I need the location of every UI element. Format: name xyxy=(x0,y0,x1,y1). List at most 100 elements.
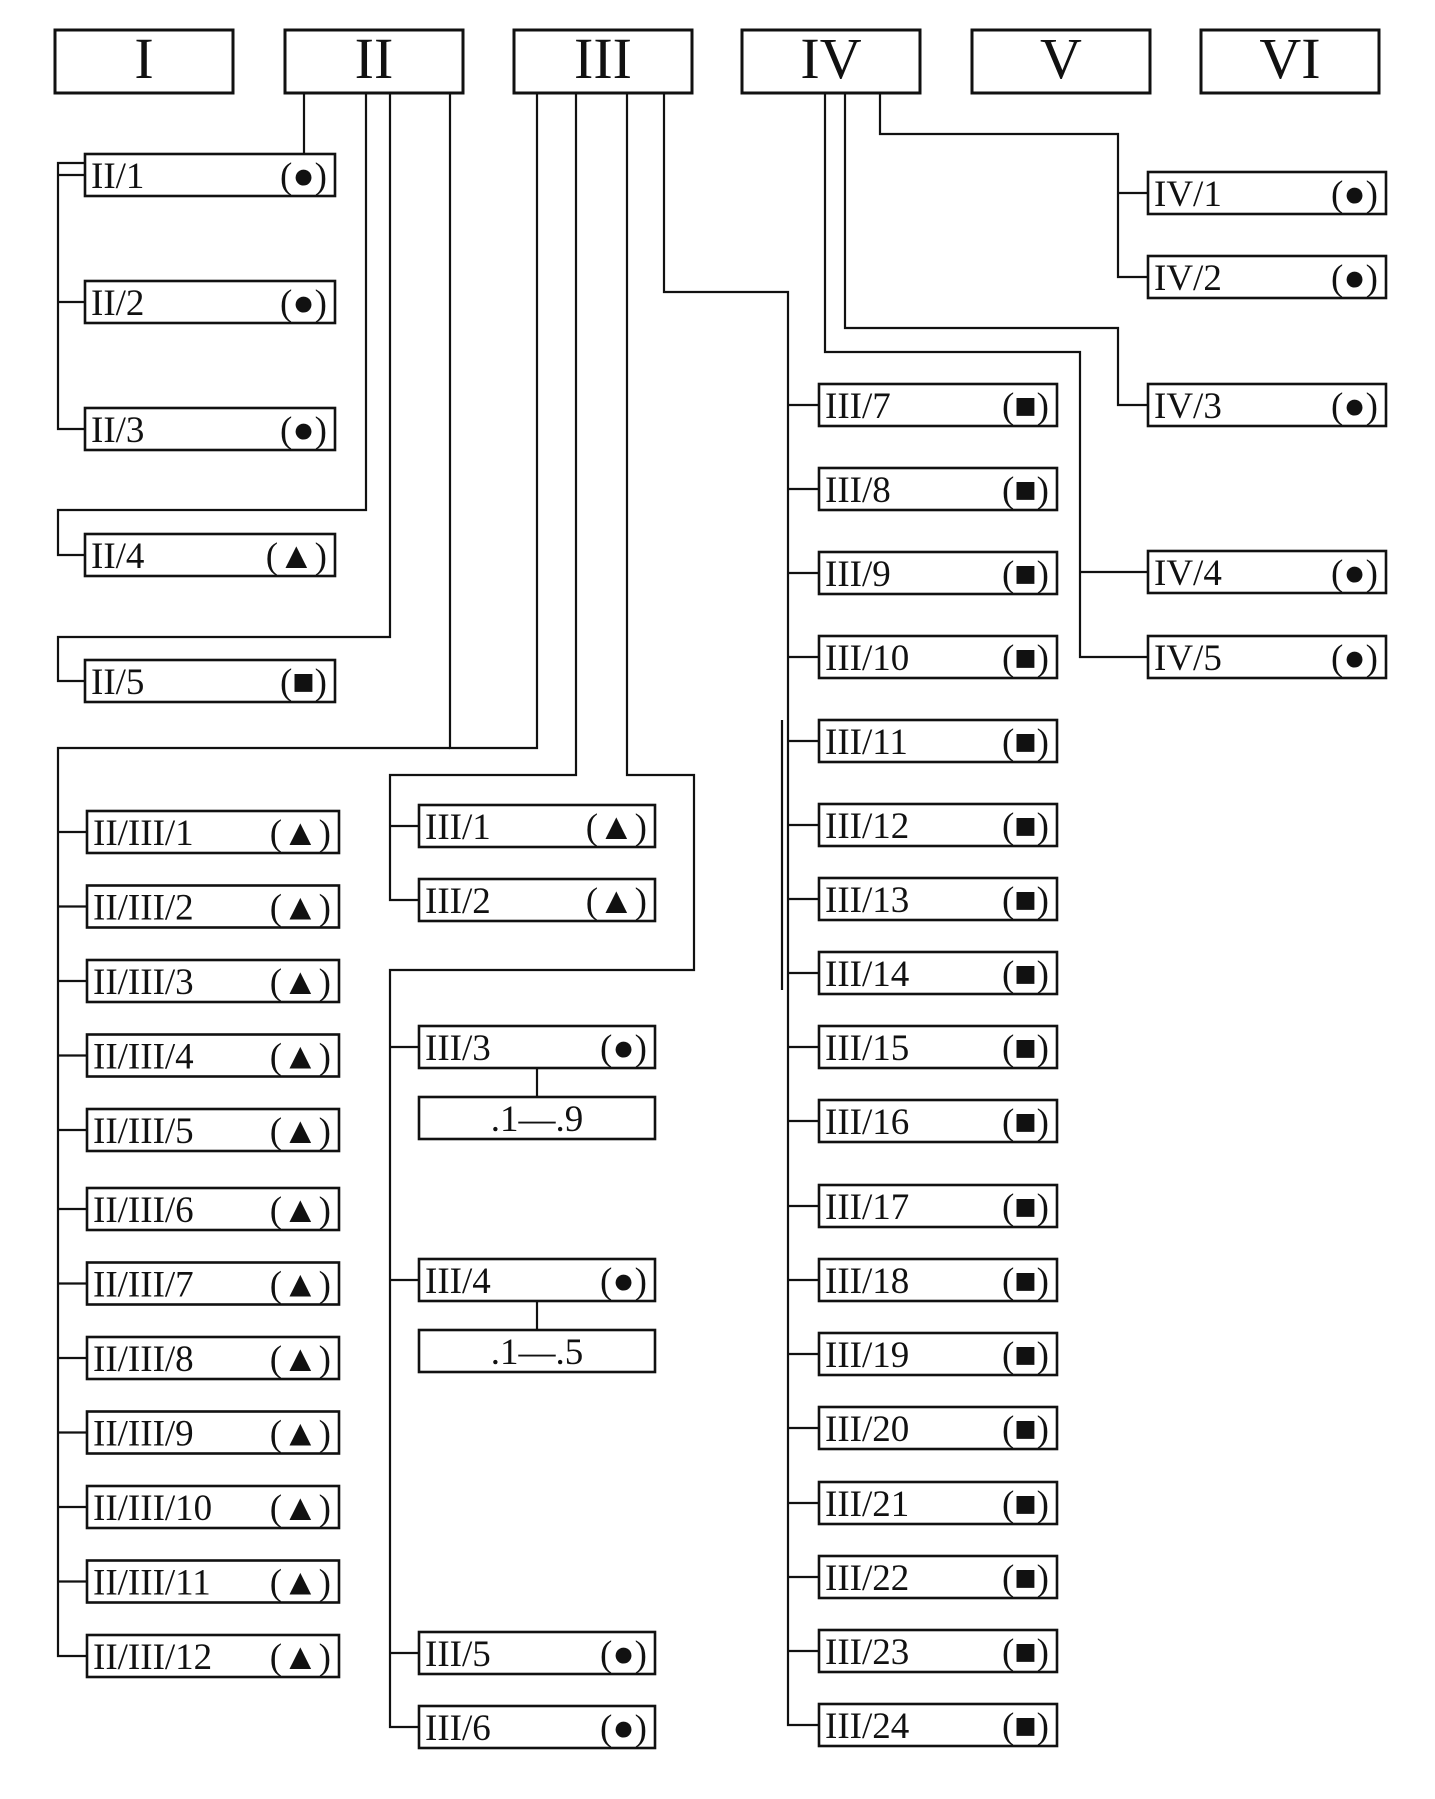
box-label: IV/2 xyxy=(1154,258,1222,299)
square-symbol-icon: (■) xyxy=(1002,722,1049,763)
circle-symbol-icon: (●) xyxy=(1331,258,1378,299)
circle-symbol-icon: (●) xyxy=(600,1028,647,1069)
box-iii-17: III/17 (■) xyxy=(817,1183,1059,1229)
box-iii-20: III/20(■) xyxy=(817,1405,1059,1451)
box-iii-15: III/15(■) xyxy=(817,1024,1059,1070)
box-ii-iii-8: II/III/8(▲) xyxy=(85,1335,341,1381)
square-symbol-icon: (■) xyxy=(1002,1335,1049,1376)
circle-symbol-icon: (●) xyxy=(1331,553,1378,594)
box-iii-4: III/4 (●) xyxy=(417,1257,657,1303)
circle-symbol-icon: (●) xyxy=(600,1708,647,1749)
box-label: II/III/3 xyxy=(93,962,194,1003)
box-iii-1: III/1 (▲) xyxy=(417,803,657,849)
box-label: II/III/2 xyxy=(93,888,194,929)
header-box-iii: III xyxy=(512,26,694,95)
triangle-symbol-icon: (▲) xyxy=(270,1111,331,1152)
range-label: .1—.5 xyxy=(491,1332,584,1373)
triangle-symbol-icon: (▲) xyxy=(270,1190,331,1231)
box-label: III/24 xyxy=(825,1706,909,1747)
box-iv-5: IV/5(●) xyxy=(1146,634,1388,680)
box-label: III/19 xyxy=(825,1335,909,1376)
square-symbol-icon: (■) xyxy=(1002,638,1049,679)
box-iii-19: III/19 (■) xyxy=(817,1331,1059,1377)
box-ii-iii-3: II/III/3 (▲) xyxy=(85,958,341,1004)
triangle-symbol-icon: (▲) xyxy=(270,962,331,1003)
triangle-symbol-icon: (▲) xyxy=(270,1637,331,1678)
box-iv-1: IV/1 (●) xyxy=(1146,170,1388,216)
box-label: II/III/7 xyxy=(93,1265,194,1306)
header-box-iv: IV xyxy=(740,26,922,95)
box-iii-22: III/22(■) xyxy=(817,1554,1059,1600)
box-iii-9: III/9(■) xyxy=(817,550,1059,596)
box-iii-11: III/11(■) xyxy=(817,718,1059,764)
box-iii-23: III/23(■) xyxy=(817,1628,1059,1674)
triangle-symbol-icon: (▲) xyxy=(586,807,647,848)
box-iv-4: IV/4 (●) xyxy=(1146,549,1388,595)
triangle-symbol-icon: (▲) xyxy=(270,1339,331,1380)
circle-symbol-icon: (●) xyxy=(1331,174,1378,215)
box-label: II/3 xyxy=(91,410,144,451)
box-label: III/20 xyxy=(825,1409,909,1450)
triangle-symbol-icon: (▲) xyxy=(270,1265,331,1306)
box-iv-2: IV/2 (●) xyxy=(1146,254,1388,300)
box-label: III/8 xyxy=(825,470,891,511)
box-label: III/18 xyxy=(825,1261,909,1302)
box-label: III/2 xyxy=(425,881,491,922)
square-symbol-icon: (■) xyxy=(1002,1484,1049,1525)
box-label: III/10 xyxy=(825,638,909,679)
square-symbol-icon: (■) xyxy=(1002,1706,1049,1747)
box-label: III/4 xyxy=(425,1261,491,1302)
header-label: VI xyxy=(1259,26,1320,91)
category-boxes: II/1(●)II/2(●)II/3(●)II/4(▲)II/5(■)II/II… xyxy=(83,152,1388,1750)
box-label: II/III/11 xyxy=(93,1563,211,1604)
square-symbol-icon: (■) xyxy=(1002,880,1049,921)
box-label: IV/1 xyxy=(1154,174,1222,215)
box-label: III/14 xyxy=(825,954,909,995)
box-iii-8: III/8 (■) xyxy=(817,466,1059,512)
box-label: III/12 xyxy=(825,806,909,847)
box-ii-1: II/1(●) xyxy=(83,152,337,198)
box-label: III/3 xyxy=(425,1028,491,1069)
header-label: III xyxy=(574,26,632,91)
box-label: II/III/10 xyxy=(93,1488,212,1529)
header-label: I xyxy=(134,26,153,91)
circle-symbol-icon: (●) xyxy=(600,1261,647,1302)
box-iii-13: III/13(■) xyxy=(817,876,1059,922)
box-iii-12: III/12 (■) xyxy=(817,802,1059,848)
box-label: IV/4 xyxy=(1154,553,1222,594)
header-box-ii: II xyxy=(283,26,465,95)
square-symbol-icon: (■) xyxy=(1002,954,1049,995)
triangle-symbol-icon: (▲) xyxy=(270,1414,331,1455)
circle-symbol-icon: (●) xyxy=(280,156,327,197)
square-symbol-icon: (■) xyxy=(1002,1028,1049,1069)
triangle-symbol-icon: (▲) xyxy=(586,881,647,922)
box-label: II/2 xyxy=(91,283,144,324)
square-symbol-icon: (■) xyxy=(1002,470,1049,511)
box-label: II/4 xyxy=(91,536,144,577)
box-label: II/III/5 xyxy=(93,1111,194,1152)
box-iii-16: III/16(■) xyxy=(817,1098,1059,1144)
box-label: III/5 xyxy=(425,1634,491,1675)
square-symbol-icon: (■) xyxy=(1002,386,1049,427)
circle-symbol-icon: (●) xyxy=(1331,386,1378,427)
box-iv-3: IV/3 (●) xyxy=(1146,382,1388,428)
box-label: II/III/12 xyxy=(93,1637,212,1678)
box-label: II/III/1 xyxy=(93,813,194,854)
box-label: III/17 xyxy=(825,1187,909,1228)
box-iii-3: III/3 (●) xyxy=(417,1024,657,1070)
header-label: IV xyxy=(800,26,861,91)
square-symbol-icon: (■) xyxy=(1002,1261,1049,1302)
box-label: IV/3 xyxy=(1154,386,1222,427)
box-label: III/7 xyxy=(825,386,891,427)
box-label: IV/5 xyxy=(1154,638,1222,679)
range-box-iii-3: .1—.9 xyxy=(417,1095,657,1141)
box-ii-iii-11: II/III/11(▲) xyxy=(85,1559,341,1604)
box-iii-21: III/21(■) xyxy=(817,1480,1059,1526)
box-label: III/1 xyxy=(425,807,491,848)
square-symbol-icon: (■) xyxy=(1002,1187,1049,1228)
box-label: II/III/4 xyxy=(93,1037,194,1078)
triangle-symbol-icon: (▲) xyxy=(270,1037,331,1078)
box-ii-iii-1: II/III/1(▲) xyxy=(85,809,341,855)
box-ii-4: II/4(▲) xyxy=(83,532,337,578)
square-symbol-icon: (■) xyxy=(1002,806,1049,847)
